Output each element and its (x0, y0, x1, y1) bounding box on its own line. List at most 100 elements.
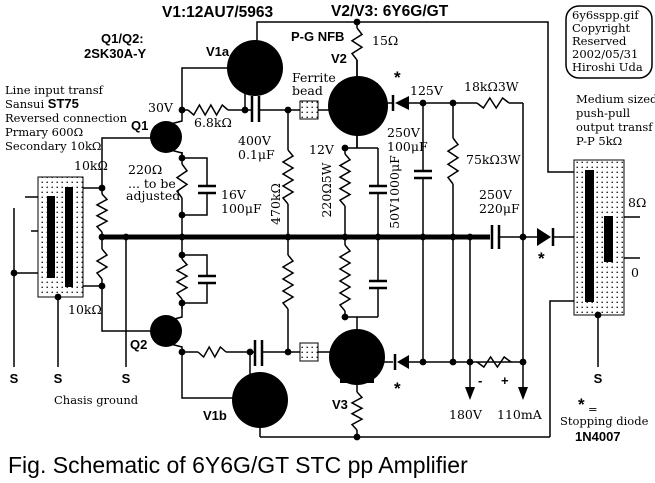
tube-v1b (232, 372, 288, 428)
label-01uf: 0.1μF (238, 147, 275, 162)
copyright-author: Hiroshi Uda (572, 60, 643, 74)
s-terminal-label: S (122, 371, 131, 386)
s-terminal-label: S (10, 371, 19, 386)
label-470k: 470kΩ (268, 183, 283, 225)
resistor-15ohm (350, 27, 364, 61)
diodes (391, 95, 555, 370)
label-chassis-ground: Chasis ground (54, 393, 139, 407)
wire-top-rail (256, 21, 586, 173)
wire-q1-source (181, 152, 208, 237)
junction-dot (449, 233, 457, 241)
note-output-3: output transf (576, 120, 653, 134)
resistor-470k-bottom (281, 254, 295, 310)
wire-v2-cathode (344, 121, 379, 237)
wire-supply (423, 237, 526, 387)
label-220ohm: 220Ω (128, 162, 162, 177)
resistor-220-5w-bottom (338, 244, 352, 312)
tube-v3 (329, 329, 385, 385)
junction-dot (98, 282, 106, 290)
junction-dot (419, 99, 427, 107)
label-v1a: V1a (206, 44, 230, 59)
supply-arrows (465, 387, 528, 400)
cap-q2-bypass (198, 274, 216, 285)
note-input-4: Prmary 600Ω (5, 125, 83, 139)
note-input-5: Secondary 10kΩ (5, 139, 101, 153)
label-stopping-diode: Stopping diode (560, 414, 649, 428)
capacitors (198, 96, 501, 366)
cap-coupling-bottom (253, 340, 264, 366)
ferrite-bead-top (299, 100, 319, 120)
resistor-220-q2 (175, 258, 189, 300)
label-10k-lower: 10kΩ (68, 302, 102, 317)
stopping-diode-v3 (393, 354, 409, 370)
note-input-1: Line input transf (5, 83, 104, 97)
junction-dot (519, 358, 527, 366)
output-transformer (573, 159, 625, 316)
junction-dot (341, 313, 349, 321)
s-terminal-label: S (54, 371, 63, 386)
resistor-15ohm-bottom (350, 391, 364, 431)
label-1n4007: 1N4007 (575, 429, 621, 444)
figure-caption: Fig. Schematic of 6Y6G/GT STC pp Amplifi… (8, 452, 468, 478)
label-30v: 30V (148, 100, 174, 115)
junction-dot (341, 233, 349, 241)
terminal-0ohm (640, 251, 654, 265)
junction-dot (178, 233, 186, 241)
copyright-date: 2002/05/31 (572, 47, 638, 61)
label-v2v3-title: V2/V3: 6Y6G/GT (331, 3, 449, 20)
junction-dot (419, 358, 427, 366)
label-q1: Q1 (131, 118, 148, 133)
junction-dot (353, 433, 361, 441)
wire-v3-cathode (344, 237, 379, 345)
tube-v2 (328, 60, 388, 148)
junction-dot (341, 144, 349, 152)
junction-dots (10, 18, 602, 441)
junction-dot (122, 233, 130, 241)
junction-dot (284, 233, 292, 241)
junction-dot (449, 99, 457, 107)
label-v1b: V1b (203, 408, 227, 423)
label-220-note2: adjusted (126, 188, 180, 203)
resistor-6k8-bottom (197, 345, 227, 359)
input-jack (3, 186, 31, 238)
label-400v: 400V (238, 133, 272, 148)
junction-dot (374, 233, 382, 241)
junction-dot (241, 106, 249, 114)
resistor-10k-lower (95, 248, 109, 280)
wire-opt (549, 216, 640, 437)
resistor-6k8 (187, 103, 229, 117)
tube-v1a (227, 40, 283, 96)
label-100uf: 100μF (387, 139, 428, 154)
label-220-5w: 220Ω5W (319, 162, 334, 217)
star-mark-ct: * (538, 249, 545, 268)
label-12v: 12V (309, 142, 335, 157)
resistor-18k (476, 96, 510, 110)
label-v1-title: V1:12AU7/5963 (162, 4, 274, 21)
cap-coupling-top (250, 96, 261, 122)
resistors (95, 27, 512, 431)
label-q2: Q2 (130, 337, 147, 352)
junction-dot (594, 311, 602, 319)
label-180v: 180V (449, 407, 483, 422)
junction-dot (98, 233, 106, 241)
label-8ohm: 8Ω (628, 195, 646, 210)
note-output-1: Medium sized (576, 92, 655, 106)
resistor-220-q1 (175, 163, 189, 199)
junction-dot (519, 233, 527, 241)
speaker-terminals (640, 210, 654, 265)
junction-dot (98, 184, 106, 192)
label-110ma: 110mA (497, 407, 543, 422)
junction-dot (419, 233, 427, 241)
label-minus: - (478, 373, 482, 388)
star-mark-v2: * (394, 68, 401, 87)
label-6k8: 6.8kΩ (194, 115, 232, 130)
label-250v-a: 250V (387, 125, 421, 140)
junction-dot (54, 293, 62, 301)
copyright-filename: 6y6sspp.gif (572, 8, 639, 22)
resistor-bleeder (476, 355, 512, 369)
note-output-4: P-P 5kΩ (576, 134, 622, 148)
jfet-q2 (150, 303, 183, 352)
resistor-220-5w (338, 153, 352, 207)
ferrite-bead-bottom (299, 342, 319, 362)
